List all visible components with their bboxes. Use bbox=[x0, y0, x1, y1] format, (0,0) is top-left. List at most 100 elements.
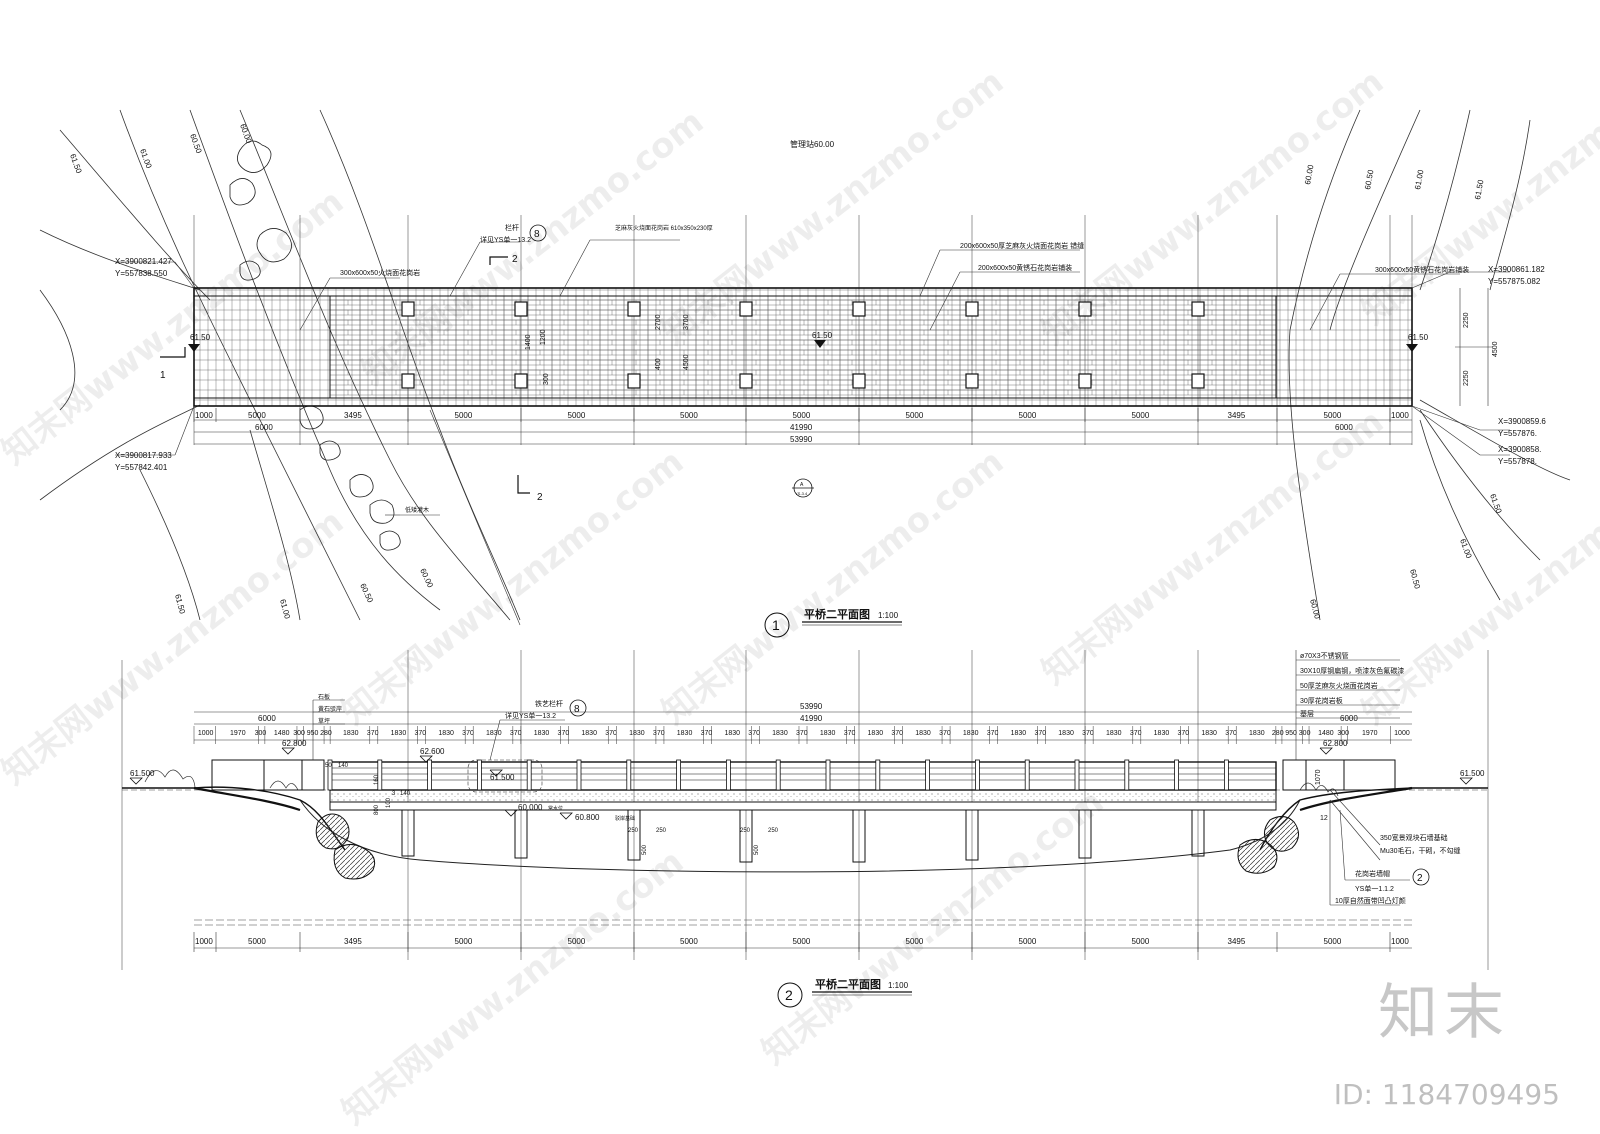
callout-index: 8 bbox=[574, 704, 580, 715]
vertical-dim: 4500 bbox=[1492, 341, 1499, 357]
dim-text: 1970 bbox=[1362, 730, 1378, 737]
section-mark: 1 bbox=[160, 370, 166, 381]
callout-text: 芝麻灰火烧面花岗岩 610x350x230厚 bbox=[615, 224, 713, 232]
small-dim: 50 bbox=[325, 763, 332, 769]
dim-text: 1000 bbox=[1391, 937, 1409, 946]
right-note: 50厚芝麻灰火烧面花岗岩 bbox=[1300, 681, 1378, 690]
railing-post bbox=[1024, 759, 1030, 791]
dim-text: 1830 bbox=[534, 730, 550, 737]
small-dim: 500 bbox=[754, 844, 760, 855]
railing-post bbox=[526, 759, 532, 791]
dim-text: 950 bbox=[307, 730, 319, 737]
dim-text: 5000 bbox=[455, 937, 473, 946]
contour-label: 60.50 bbox=[1363, 169, 1375, 191]
inner-dim: 400 bbox=[655, 358, 662, 370]
dim-text: 1830 bbox=[438, 730, 454, 737]
dim-text: 300 bbox=[1299, 730, 1311, 737]
small-dim: 140 bbox=[338, 763, 349, 769]
callout-bubble bbox=[467, 759, 543, 793]
callout-text: 300x600x50火烧面花岗岩 bbox=[340, 268, 420, 277]
elev-total-dim: 53990 bbox=[800, 702, 823, 711]
small-dim: 100 bbox=[386, 797, 392, 808]
railing-post bbox=[1074, 759, 1080, 791]
callout-text: 200x600x50黄锈石花岗岩铺装 bbox=[978, 263, 1072, 272]
coordinate: Y=557878. bbox=[1498, 457, 1537, 466]
bottom-right-leaders bbox=[1329, 789, 1410, 906]
small-dim: 250 bbox=[656, 828, 667, 834]
elev-piers bbox=[401, 809, 1205, 863]
dim-text: 370 bbox=[462, 730, 474, 737]
railing-post bbox=[825, 759, 831, 791]
railing-post bbox=[427, 759, 433, 791]
dim-text: 370 bbox=[1130, 730, 1142, 737]
dim-text: 1830 bbox=[1249, 730, 1265, 737]
left-note-leaders bbox=[312, 699, 345, 760]
dim-text: 370 bbox=[1178, 730, 1190, 737]
elev-index: 2 bbox=[785, 987, 793, 1003]
dim-text: 41990 bbox=[790, 423, 813, 432]
railing-post bbox=[576, 759, 582, 791]
callout-text: 栏杆 bbox=[505, 223, 519, 232]
bottom-right-note: 350宽景观块石墙基础 bbox=[1380, 833, 1448, 842]
abutments bbox=[211, 759, 1396, 791]
inner-dim: 4500 bbox=[683, 354, 690, 370]
dim-text: 1000 bbox=[195, 937, 213, 946]
inner-dim: 2700 bbox=[655, 314, 662, 330]
vertical-dim: 2250 bbox=[1463, 370, 1470, 386]
river-bed bbox=[299, 799, 1301, 873]
plan-view: 61.50 61.00 60.50 60.00 60.00 60.50 61.0… bbox=[39, 109, 1571, 638]
dim-text: 300 bbox=[1337, 730, 1349, 737]
small-dim: 140 bbox=[400, 791, 411, 797]
level-note: 常水位 bbox=[548, 805, 563, 812]
left-note: 草坪 bbox=[318, 717, 330, 725]
coordinate: Y=557842.401 bbox=[115, 463, 168, 472]
dim-text: 1830 bbox=[629, 730, 645, 737]
elevation-label: 61.50 bbox=[812, 331, 833, 340]
dim-text: 5000 bbox=[1132, 411, 1150, 420]
elev-top-dim-lines bbox=[194, 711, 1412, 741]
dim-text: 1830 bbox=[1011, 730, 1027, 737]
contour-label: 61.50 bbox=[1488, 493, 1503, 515]
bottom-right-note: 花岗岩墙帽 bbox=[1355, 869, 1390, 878]
contour-label: 60.50 bbox=[188, 133, 203, 155]
bridge-deck-paving bbox=[329, 295, 1277, 399]
small-dim: 160 bbox=[374, 774, 380, 785]
contour-label: 60.00 bbox=[1308, 598, 1322, 620]
dim-text: 5000 bbox=[680, 411, 698, 420]
small-dim: 800 bbox=[374, 804, 380, 815]
small-dim: 500 bbox=[642, 844, 648, 855]
dim-text: 3495 bbox=[1228, 937, 1246, 946]
dim-text: 1830 bbox=[391, 730, 407, 737]
level-label: 62.600 bbox=[420, 747, 445, 756]
dim-text: 1480 bbox=[1318, 730, 1334, 737]
brand-watermark: 知末 bbox=[1378, 978, 1510, 1048]
coordinate: Y=557875.082 bbox=[1488, 277, 1541, 286]
callout-text: 详见YS单一13.2 bbox=[480, 235, 531, 244]
callout-index: 8 bbox=[534, 229, 540, 240]
coordinate: X=3900821.427 bbox=[115, 257, 172, 266]
railing-post bbox=[875, 759, 881, 791]
elevation-label: 61.50 bbox=[190, 333, 211, 342]
contour-label: 61.00 bbox=[138, 148, 153, 170]
north-sub: YS-3.4 bbox=[795, 491, 808, 496]
detail-index: 2 bbox=[1417, 873, 1423, 884]
dim-text: 1000 bbox=[198, 730, 214, 737]
vertical-dim: 2250 bbox=[1463, 312, 1470, 328]
dim-text: 370 bbox=[367, 730, 379, 737]
level-label: 61.500 bbox=[490, 773, 515, 782]
contour-label: 60.00 bbox=[1303, 164, 1315, 186]
dim-text: 1830 bbox=[343, 730, 359, 737]
dim-text: 53990 bbox=[790, 435, 813, 444]
dim-text: 1830 bbox=[724, 730, 740, 737]
dim-text: 5000 bbox=[793, 411, 811, 420]
dim-text: 370 bbox=[891, 730, 903, 737]
level-label: 60.000 bbox=[518, 803, 543, 812]
dim-text: 280 bbox=[1272, 730, 1284, 737]
dim-text: 370 bbox=[653, 730, 665, 737]
section-mark: 2 bbox=[537, 492, 543, 503]
dim-text: 1830 bbox=[677, 730, 693, 737]
bottom-right-note: 10厚自然面带凹凸灯颜 bbox=[1335, 896, 1406, 905]
elevation-label: 61.50 bbox=[1408, 333, 1429, 342]
level-label: 61.500 bbox=[130, 769, 155, 778]
